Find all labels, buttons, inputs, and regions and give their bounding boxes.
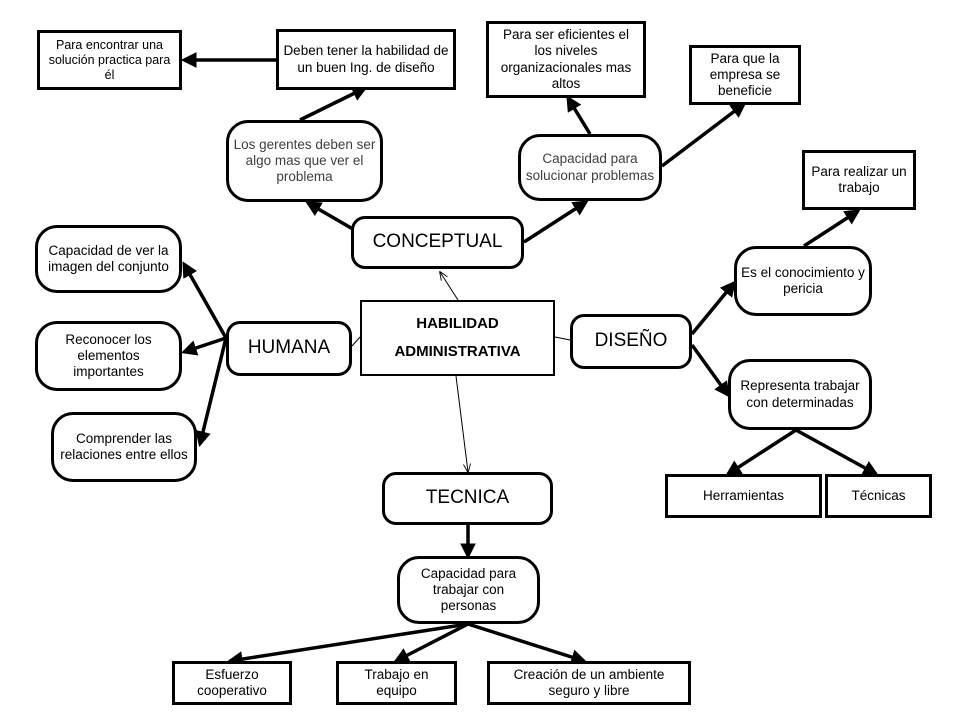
node-representa-label: Representa trabajar con determinadas [740, 378, 860, 410]
node-imagen-label: Capacidad de ver la imagen del conjunto [48, 242, 169, 274]
link-center-humana [351, 336, 361, 347]
node-ambiente: Creación de un ambiente seguro y libre [487, 661, 691, 705]
node-eficientes-label: Para ser eficientes el los niveles organ… [500, 27, 632, 91]
link-center-conceptual [440, 272, 459, 301]
node-conocimiento-label: Es el conocimiento y pericia [741, 264, 865, 296]
node-esfuerzo-label: Esfuerzo cooperativo [197, 666, 267, 698]
link-capacidad-empresa [660, 102, 747, 168]
node-tecnicas-label: Técnicas [851, 487, 906, 503]
node-herramientas-label: Herramientas [702, 487, 785, 503]
link-capacidad-eficientes [566, 95, 592, 135]
link-conocimiento-realizar [803, 209, 861, 248]
link-gerentes-deben [299, 86, 368, 122]
link-personas-esfuerzo [226, 622, 469, 667]
node-ambiente-label: Creación de un ambiente seguro y libre [513, 666, 665, 698]
node-relaciones: Comprender las relaciones entre ellos [51, 412, 197, 482]
node-imagen: Capacidad de ver la imagen del conjunto [35, 225, 182, 293]
node-capacidad-solucionar: Capacidad para solucionar problemas [518, 134, 662, 201]
node-eficientes: Para ser eficientes el los niveles organ… [486, 21, 646, 98]
link-humana-relaciones [195, 337, 228, 448]
node-deben-tener: Deben tener la habilidad de un buen Ing.… [276, 29, 456, 90]
node-conocimiento: Es el conocimiento y pericia [734, 246, 872, 316]
branch-tecnica-label: TECNICA [425, 487, 510, 509]
node-solucion: Para encontrar una solución practica par… [37, 30, 182, 90]
node-tecnicas: Técnicas [825, 474, 932, 518]
node-personas: Capacidad para trabajar con personas [397, 556, 540, 624]
branch-conceptual: CONCEPTUAL [351, 216, 524, 269]
branch-diseno: DISEÑO [570, 314, 692, 369]
link-conceptual-capacidad [523, 200, 589, 244]
branch-diseno-label: DISEÑO [594, 330, 668, 352]
branch-humana: HUMANA [226, 321, 352, 376]
node-elementos: Reconocer los elementos importantes [35, 321, 182, 391]
link-humana-elementos [181, 336, 227, 356]
link-diseno-representa [690, 343, 730, 398]
node-relaciones-label: Comprender las relaciones entre ellos [60, 430, 188, 462]
branch-humana-label: HUMANA [247, 337, 331, 359]
node-solucion-label: Para encontrar una solución practica par… [48, 37, 171, 82]
link-personas-equipo [393, 622, 469, 663]
node-gerentes: Los gerentes deben ser algo mas que ver … [226, 120, 383, 202]
node-gerentes-label: Los gerentes deben ser algo mas que ver … [233, 136, 376, 185]
node-equipo: Trabajo en equipo [336, 661, 457, 705]
link-representa-herramientas [725, 428, 797, 476]
center-node-label: HABILIDAD ADMINISTRATIVA [394, 314, 521, 361]
node-personas-label: Capacidad para trabajar con personas [420, 565, 517, 614]
node-representa: Representa trabajar con determinadas [728, 359, 872, 430]
node-equipo-label: Trabajo en equipo [364, 666, 429, 698]
node-capacidad-solucionar-label: Capacidad para solucionar problemas [525, 151, 655, 183]
node-realizar-label: Para realizar un trabajo [811, 163, 907, 195]
node-esfuerzo: Esfuerzo cooperativo [172, 661, 292, 705]
link-conceptual-gerentes [305, 201, 359, 234]
branch-conceptual-label: CONCEPTUAL [372, 231, 503, 253]
center-node: HABILIDAD ADMINISTRATIVA [360, 300, 555, 376]
link-center-diseno [554, 336, 571, 341]
link-representa-tecnicas [795, 428, 879, 476]
link-center-tecnica [455, 375, 468, 472]
node-deben-tener-label: Deben tener la habilidad de un buen Ing.… [283, 43, 449, 75]
branch-tecnica: TECNICA [382, 472, 553, 525]
link-personas-ambiente [467, 622, 588, 665]
link-diseno-conocimiento [690, 280, 737, 336]
link-humana-imagen [182, 261, 228, 339]
node-herramientas: Herramientas [665, 474, 822, 518]
node-empresa-label: Para que la empresa se beneficie [709, 50, 781, 99]
node-elementos-label: Reconocer los elementos importantes [65, 331, 152, 380]
node-empresa: Para que la empresa se beneficie [689, 45, 801, 105]
node-realizar: Para realizar un trabajo [802, 150, 916, 210]
